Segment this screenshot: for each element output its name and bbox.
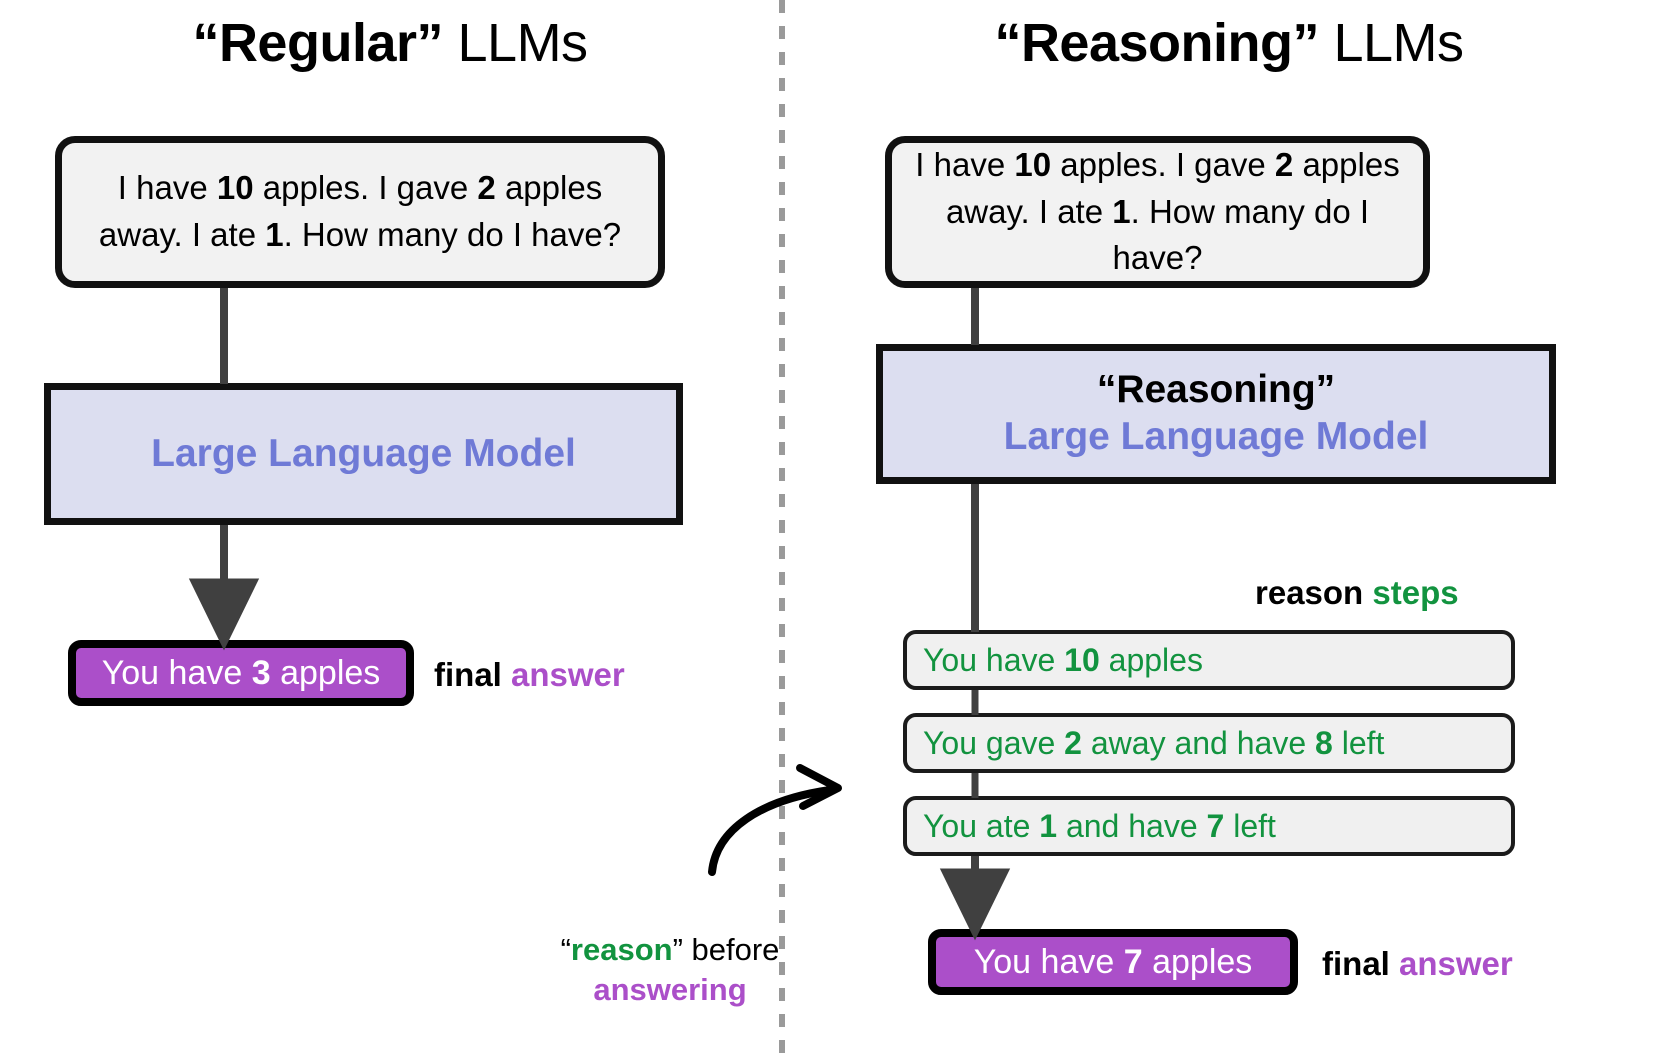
right-title-rest: LLMs (1318, 13, 1464, 73)
right-answer-seg-1: You have (973, 942, 1124, 981)
right-llm-label: Large Language Model (1003, 415, 1429, 459)
right-tag-final: final (1322, 945, 1400, 982)
step2-num-1: 2 (1064, 724, 1082, 761)
right-llm-title-text: “Reasoning” (1096, 367, 1336, 411)
left-prompt-seg-4: away. I ate (98, 216, 266, 253)
right-tag-answer: answer (1399, 945, 1513, 982)
left-prompt-num-10: 10 (216, 169, 254, 207)
step2-seg-1: You gave (923, 724, 1065, 761)
left-prompt-box: I have 10 apples. I gave 2 apples away. … (55, 136, 665, 288)
step1-num-1: 10 (1064, 641, 1100, 678)
reason-step-1-text: You have 10 apples (923, 642, 1203, 679)
left-column-title: “Regular” LLMs (0, 12, 780, 74)
reason-step-2-text: You gave 2 away and have 8 left (923, 725, 1384, 762)
reason-step-3-text: You ate 1 and have 7 left (923, 808, 1276, 845)
left-prompt-num-2: 2 (477, 169, 496, 207)
right-prompt-num-10: 10 (1014, 145, 1052, 183)
left-prompt-seg-5: . How many do I have? (283, 216, 622, 253)
reason-step-1: You have 10 apples (903, 630, 1515, 690)
step3-num-1: 1 (1039, 807, 1058, 844)
step2-num-2: 8 (1315, 724, 1333, 761)
right-prompt-seg-2: apples. I gave (1051, 145, 1275, 183)
left-tag-answer: answer (511, 656, 625, 693)
left-answer-box: You have 3 apples (68, 640, 414, 706)
step3-seg-1: You ate (923, 807, 1040, 844)
tag-steps: steps (1372, 574, 1459, 611)
reason-step-3: You ate 1 and have 7 left (903, 796, 1515, 856)
step1-seg-2: apples (1099, 641, 1203, 678)
reason-step-2: You gave 2 away and have 8 left (903, 713, 1515, 773)
right-llm-box: “Reasoning” Large Language Model (876, 344, 1556, 484)
left-answer-seg-1: You have (101, 653, 252, 692)
step2-seg-3: left (1332, 724, 1385, 761)
note-reason: reason (570, 932, 673, 967)
step3-seg-2: and have (1057, 807, 1207, 844)
right-prompt-text: I have 10 apples. I gave 2 apples away. … (910, 142, 1405, 283)
right-llm-title: “Reasoning” (1097, 366, 1335, 414)
right-title-quoted: “Reasoning” (994, 13, 1319, 73)
tag-reason: reason (1255, 574, 1373, 611)
note-close-quote: ” (672, 932, 683, 967)
right-final-answer-tag: final answer (1322, 945, 1513, 983)
step2-seg-2: away and have (1081, 724, 1316, 761)
left-prompt-seg-1: I have (117, 169, 217, 207)
reason-steps-tag: reason steps (1255, 574, 1459, 612)
reason-before-answering-note: “reason” before answering (520, 930, 820, 1011)
note-before: before (682, 932, 780, 967)
left-title-rest: LLMs (443, 13, 589, 73)
right-prompt-seg-5: . How many do I have? (1112, 192, 1370, 277)
annotation-arrowhead (796, 764, 842, 810)
left-prompt-seg-2: apples. I gave (253, 169, 478, 207)
left-llm-label: Large Language Model (151, 431, 576, 475)
right-prompt-seg-4: away. I ate (945, 192, 1113, 230)
step3-seg-3: left (1224, 807, 1276, 844)
right-answer-text: You have 7 apples (974, 943, 1253, 982)
right-prompt-seg-1: I have (915, 145, 1015, 183)
right-prompt-box: I have 10 apples. I gave 2 apples away. … (885, 136, 1430, 288)
left-tag-final: final (434, 656, 512, 693)
left-llm-box: Large Language Model (44, 383, 683, 525)
right-column-title: “Reasoning” LLMs (790, 12, 1668, 74)
left-title-quoted: “Regular” (192, 13, 443, 73)
left-answer-seg-2: apples (270, 653, 381, 692)
left-answer-text: You have 3 apples (102, 654, 381, 693)
annotation-curved-arrow (708, 786, 834, 876)
right-prompt-seg-3: apples (1293, 145, 1400, 183)
right-answer-box: You have 7 apples (928, 929, 1298, 995)
note-answering: answering (593, 972, 747, 1008)
left-final-answer-tag: final answer (434, 656, 625, 694)
left-answer-num: 3 (251, 653, 271, 692)
step3-num-2: 7 (1206, 807, 1225, 844)
right-prompt-num-1: 1 (1112, 192, 1131, 230)
left-prompt-num-1: 1 (265, 216, 284, 253)
left-prompt-text: I have 10 apples. I gave 2 apples away. … (99, 165, 621, 259)
note-open-quote: “ (560, 932, 571, 967)
column-divider (779, 0, 785, 1060)
right-prompt-num-2: 2 (1274, 145, 1294, 183)
step1-seg-1: You have (923, 641, 1065, 678)
right-answer-num: 7 (1123, 942, 1143, 981)
right-answer-seg-2: apples (1142, 942, 1253, 981)
left-prompt-seg-3: apples (495, 169, 603, 207)
